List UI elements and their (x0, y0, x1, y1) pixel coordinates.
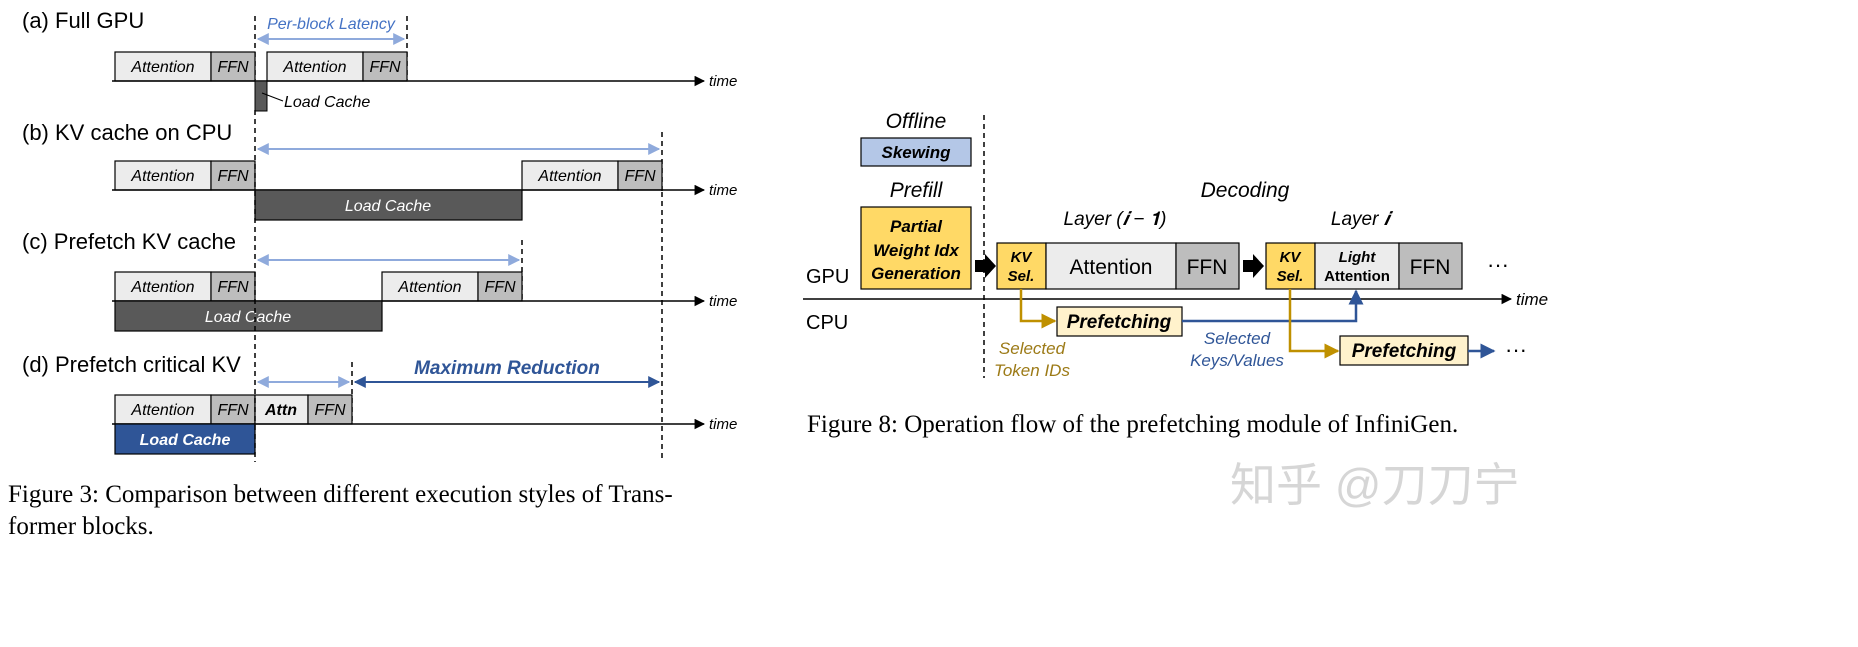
selected-token-ids-line-1: Selected (999, 339, 1066, 358)
row-a-attention-label-1: Attention (130, 59, 194, 76)
row-d-ffn-block-1 (210, 394, 256, 425)
prefetching-box-1 (1056, 306, 1183, 337)
prefetching-label-1: Prefetching (1067, 312, 1172, 333)
row-c-load-cache-block (114, 300, 383, 332)
prefetching-label-2: Prefetching (1352, 341, 1457, 362)
row-a-attention-block-2 (266, 51, 364, 82)
figure-3: (a) Full GPU Per-block Latency Attention… (8, 8, 737, 540)
fig8-time-label: time (1516, 290, 1548, 309)
figure-3-caption-line-2: former blocks. (8, 513, 154, 540)
row-c-attention-label-2: Attention (397, 279, 461, 296)
kv-sel-2-line-1: KV (1280, 249, 1303, 266)
token-ids-arrow-2 (1288, 289, 1340, 359)
gpu-label: GPU (806, 266, 849, 288)
row-b-load-cache-label: Load Cache (345, 198, 431, 215)
row-b-attention-label-1: Attention (130, 168, 194, 185)
partial-weight-line-1: Partial (890, 217, 943, 236)
row-b-kv-cache-cpu: (b) KV cache on CPU Attention FFN Attent… (22, 120, 737, 221)
row-a-load-cache-note: Load Cache (284, 94, 370, 111)
row-b-ffn-label-2: FFN (624, 168, 656, 185)
row-d-attn-block (254, 394, 309, 425)
ffn-box-1-label: FFN (1187, 256, 1228, 279)
attention-box-label: Attention (1070, 256, 1153, 279)
row-b-label: (b) KV cache on CPU (22, 120, 232, 145)
ffn-box-1 (1175, 242, 1240, 290)
row-b-ffn-label-1: FFN (217, 168, 249, 185)
row-c-time-label: time (709, 293, 737, 310)
selected-keys-values-line-1: Selected (1204, 329, 1271, 348)
offline-label: Offline (886, 110, 947, 133)
ffn-box-2 (1398, 242, 1463, 290)
figure-3-caption-line-1: Figure 3: Comparison between different e… (8, 481, 673, 508)
row-a-load-cache-leader (261, 92, 284, 102)
prefetch-continuation-ellipsis: ··· (1505, 337, 1527, 362)
ffn-box-2-label: FFN (1410, 256, 1451, 279)
row-a-attention-block-1 (114, 51, 212, 82)
row-b-time-label: time (709, 182, 737, 199)
row-a-full-gpu: (a) Full GPU Per-block Latency Attention… (22, 8, 737, 112)
row-a-ffn-label-2: FFN (369, 59, 401, 76)
keys-values-arrow (1182, 289, 1364, 323)
skewing-box (860, 137, 972, 167)
row-d-label: (d) Prefetch critical KV (22, 352, 241, 377)
row-a-time-label: time (709, 73, 737, 90)
row-d-time-label: time (709, 416, 737, 433)
row-d-ffn-label-2: FFN (314, 402, 346, 419)
row-c-ffn-label-1: FFN (217, 279, 249, 296)
kv-sel-2-line-2: Sel. (1277, 268, 1304, 285)
kv-sel-1-line-1: KV (1011, 249, 1034, 266)
figure-8: Offline Skewing Prefill Partial Weight I… (803, 110, 1548, 438)
light-attention-line-2: Attention (1324, 268, 1390, 285)
row-d-load-cache-block (114, 423, 256, 455)
row-c-ffn-label-2: FFN (484, 279, 516, 296)
figure-8-caption: Figure 8: Operation flow of the prefetch… (807, 411, 1458, 438)
row-a-load-cache-block (254, 80, 268, 112)
row-c-attention-label-1: Attention (130, 279, 194, 296)
zhihu-watermark: 知乎 @刀刀宁 (1230, 459, 1519, 511)
prefill-to-decoding-arrow (975, 254, 996, 278)
cpu-label: CPU (806, 312, 848, 334)
maximum-reduction-label: Maximum Reduction (414, 358, 600, 379)
row-b-attention-label-2: Attention (537, 168, 601, 185)
row-d-ffn-label-1: FFN (217, 402, 249, 419)
layer-cur-label: Layer 𝒊 (1331, 209, 1394, 230)
row-a-ffn-block-2 (362, 51, 408, 82)
selected-keys-values-line-2: Keys/Values (1190, 351, 1284, 370)
row-d-attn-label: Attn (264, 402, 297, 419)
row-a-attention-label-2: Attention (282, 59, 346, 76)
partial-weight-line-2: Weight Idx (873, 241, 960, 260)
layer-continuation-ellipsis: ··· (1487, 252, 1509, 277)
prefill-label: Prefill (890, 179, 944, 202)
row-a-ffn-label-1: FFN (217, 59, 249, 76)
row-d-prefetch-critical-kv: (d) Prefetch critical KV Maximum Reducti… (22, 352, 737, 455)
row-d-load-cache-label: Load Cache (140, 432, 231, 449)
partial-weight-idx-box (860, 206, 972, 290)
attention-box (1045, 242, 1177, 290)
row-c-label: (c) Prefetch KV cache (22, 229, 236, 254)
partial-weight-line-3: Generation (871, 264, 961, 283)
row-d-attention-label-1: Attention (130, 402, 194, 419)
row-a-label: (a) Full GPU (22, 8, 144, 33)
decoding-label: Decoding (1201, 179, 1290, 202)
row-c-prefetch-kv: (c) Prefetch KV cache Attention FFN Atte… (22, 229, 737, 332)
skewing-label: Skewing (882, 143, 952, 162)
row-b-ffn-block-1 (210, 160, 256, 191)
kv-sel-1-line-2: Sel. (1008, 268, 1035, 285)
row-c-ffn-block-2 (477, 271, 523, 302)
row-b-attention-block-1 (114, 160, 212, 191)
row-c-ffn-block-1 (210, 271, 256, 302)
per-block-latency-label: Per-block Latency (267, 16, 396, 33)
layer-prev-label: Layer (𝒊 − 𝟏) (1064, 209, 1167, 230)
selected-token-ids-line-2: Token IDs (994, 361, 1070, 380)
light-attention-line-1: Light (1339, 249, 1377, 266)
row-c-load-cache-label: Load Cache (205, 309, 291, 326)
layer-to-layer-arrow (1243, 254, 1264, 278)
token-ids-arrow-1 (1019, 289, 1057, 329)
row-a-ffn-block-1 (210, 51, 256, 82)
light-attention-box (1314, 242, 1400, 290)
